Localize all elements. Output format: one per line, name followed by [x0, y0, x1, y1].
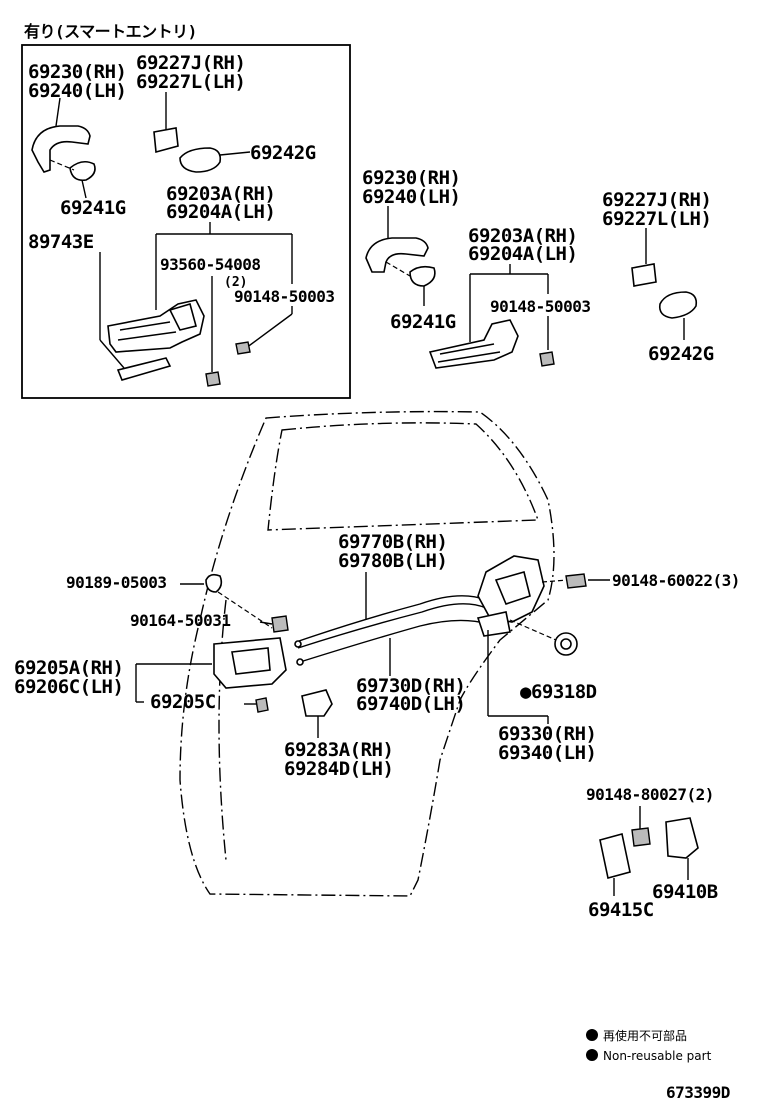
outer-handle-group: 69230(RH) 69240(LH) 69241G 69203A(RH) 69…	[362, 167, 714, 369]
door-lock-rh-label: 69330(RH)	[498, 723, 596, 745]
inset-handle-rh-label: 69230(RH)	[28, 61, 126, 83]
smart-entry-inset: 有り(スマートエントリ) 69230(RH) 69240(LH) 69227J(…	[21, 22, 351, 399]
upper-pad-242-label: 69242G	[648, 343, 714, 365]
legend: 再使用不可部品 Non-reusable part	[586, 1028, 712, 1063]
inset-frame-rh-label: 69203A(RH)	[166, 183, 275, 205]
outer-handle-icon	[365, 237, 429, 273]
upper-bolt-label: 90148-50003	[490, 297, 590, 316]
inner-handle-rh-label: 69205A(RH)	[14, 657, 123, 679]
inset-cover-lh-label: 69227L(LH)	[136, 71, 245, 93]
inset-sensor-label: 89743E	[28, 231, 94, 253]
door-lock-lh-label: 69340(LH)	[498, 742, 596, 764]
legend-en: Non-reusable part	[603, 1049, 712, 1063]
frame-bolt-icon	[539, 351, 555, 367]
upper-frame-lh-label: 69204A(LH)	[468, 243, 577, 265]
striker-plate-icon	[665, 817, 699, 859]
lock-cover-rh-label: 69283A(RH)	[284, 739, 393, 761]
gasket-241-icon	[409, 265, 436, 287]
inset-gasket-242-icon	[179, 147, 222, 173]
rear-door-outline	[179, 410, 555, 897]
lock-screw-label: 90148-60022(3)	[612, 571, 740, 590]
cable-low-rh-label: 69730D(RH)	[356, 675, 465, 697]
inset-bolt-icon	[235, 341, 251, 355]
inset-outer-handle-icon	[31, 125, 91, 173]
screw-164-icon	[271, 615, 289, 633]
striker-screw-icon	[631, 827, 651, 847]
cable-top-lh-label: 69780B(LH)	[338, 550, 447, 572]
upper-pad-241-label: 69241G	[390, 311, 456, 333]
inner-handle-lh-label: 69206C(LH)	[14, 676, 123, 698]
inset-screw-935-qty: (2)	[224, 275, 247, 290]
inset-screw-935-label: 93560-54008	[160, 255, 260, 274]
legend-dot-icon	[586, 1049, 598, 1061]
striker-screw-label: 90148-80027(2)	[586, 785, 714, 804]
upper-cover-lh-label: 69227L(LH)	[602, 208, 711, 230]
striker-shim-icon	[599, 833, 631, 879]
inset-border	[21, 44, 351, 399]
inset-cover-rh-label: 69227J(RH)	[136, 52, 245, 74]
lock-cover-icon	[301, 689, 333, 717]
bezel-label: 69205C	[150, 691, 216, 713]
upper-frame-rh-label: 69203A(RH)	[468, 225, 577, 247]
inset-pad-241-label: 69241G	[60, 197, 126, 219]
lock-cover-lh-label: 69284D(LH)	[284, 758, 393, 780]
clip-icon	[205, 573, 223, 593]
inset-handle-lh-label: 69240(LH)	[28, 80, 126, 102]
striker-shim-label: 69415C	[588, 899, 654, 921]
screw-164-label: 90164-50031	[130, 611, 230, 630]
seal-label: ●69318D	[520, 681, 597, 703]
cable-lower-icon	[299, 619, 489, 663]
cap-cover-icon	[631, 263, 657, 287]
upper-handle-lh-label: 69240(LH)	[362, 186, 460, 208]
inset-cap-cover-icon	[153, 127, 179, 154]
inset-sensor-icon	[116, 357, 172, 381]
bezel-icon	[255, 697, 269, 713]
inset-pad-242-label: 69242G	[250, 142, 316, 164]
lock-screw-icon	[565, 573, 587, 589]
inset-bolt-label: 90148-50003	[234, 287, 334, 306]
clip-label: 90189-05003	[66, 573, 166, 592]
inset-gasket-241-icon	[69, 160, 96, 182]
cable-upper-icon	[295, 595, 487, 643]
striker-plate-label: 69410B	[652, 881, 718, 903]
inset-frame-lh-label: 69204A(LH)	[166, 201, 275, 223]
gasket-242-icon	[658, 291, 698, 319]
outer-handle-frame-icon	[428, 319, 519, 369]
cable-top-rh-label: 69770B(RH)	[338, 531, 447, 553]
legend-jp: 再使用不可部品	[603, 1028, 687, 1043]
upper-cover-rh-label: 69227J(RH)	[602, 189, 711, 211]
striker-group: 90148-80027(2) 69410B 69415C	[586, 785, 718, 921]
upper-handle-rh-label: 69230(RH)	[362, 167, 460, 189]
figure-id: 673399D	[666, 1083, 730, 1102]
door-lock-group: 90189-05003 90164-50031 69205A(RH) 69206…	[14, 531, 740, 780]
inset-caption: 有り(スマートエントリ)	[24, 22, 197, 41]
cable-low-lh-label: 69740D(LH)	[356, 693, 465, 715]
legend-dot-icon	[586, 1029, 598, 1041]
inset-screw-icon	[205, 371, 221, 387]
